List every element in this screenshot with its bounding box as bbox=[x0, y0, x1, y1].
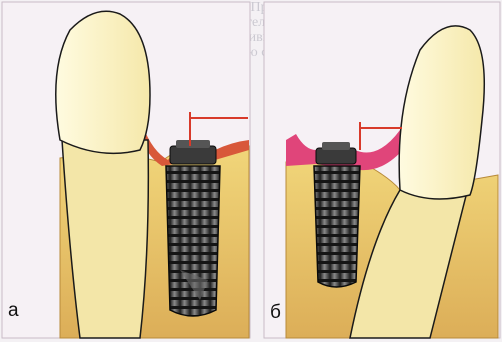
panel-label-a: а bbox=[8, 300, 19, 322]
implant-panel-a bbox=[166, 140, 220, 316]
panel-label-b: б bbox=[270, 302, 281, 324]
panel-a bbox=[2, 2, 250, 338]
tooth-crown-panel-a bbox=[56, 11, 150, 153]
panel-b bbox=[264, 2, 500, 338]
implant-panel-b bbox=[314, 142, 360, 287]
